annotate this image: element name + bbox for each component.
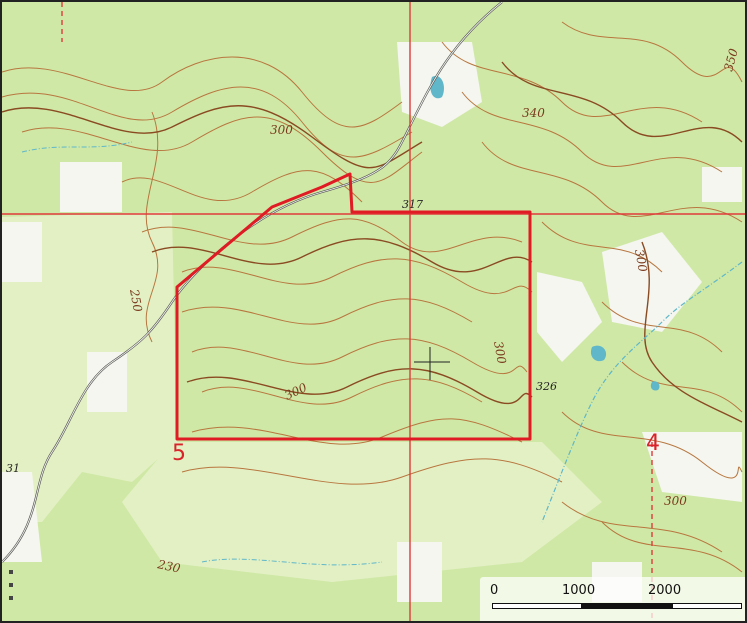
clearing — [537, 272, 602, 362]
elevation-label: 31 — [6, 462, 20, 475]
elevation-label: 300 — [491, 340, 509, 365]
section-number: 5 — [172, 441, 186, 466]
elevation-label: 230 — [155, 557, 182, 576]
elevation-label: 300 — [632, 248, 650, 273]
property-boundary[interactable] — [175, 172, 532, 441]
elevation-label: 350 — [721, 47, 741, 73]
contour-lines — [2, 21, 743, 573]
toolbar-dot-icon[interactable] — [9, 596, 13, 600]
scale-bar: 0 1000 2000 — [480, 577, 745, 621]
clearing — [2, 222, 42, 282]
clearing — [2, 472, 42, 562]
toolbar-dot-icon[interactable] — [9, 570, 13, 574]
benchmark-cross — [414, 347, 450, 380]
scale-tick-label: 1000 — [562, 583, 596, 598]
clearing — [60, 162, 122, 212]
road-center — [2, 2, 503, 563]
clearing — [397, 542, 442, 602]
scale-segment — [582, 603, 672, 609]
light-vegetation-area — [122, 442, 602, 582]
clearing — [602, 232, 702, 332]
elevation-label: 300 — [664, 494, 687, 508]
elevation-label: 340 — [522, 106, 545, 120]
map-toolbar[interactable] — [6, 570, 16, 616]
clearing — [87, 352, 127, 412]
clearing — [702, 167, 742, 202]
toolbar-dot-icon[interactable] — [9, 583, 13, 587]
section-number: 4 — [646, 431, 660, 456]
elevation-label: 326 — [536, 380, 557, 393]
scale-tick-label: 2000 — [648, 583, 682, 598]
clearing — [642, 432, 742, 502]
elevation-label: 300 — [270, 123, 293, 137]
index-contours — [2, 61, 743, 423]
elevation-label: 250 — [127, 287, 145, 313]
scale-tick-label: 0 — [490, 583, 499, 598]
scale-segment — [492, 603, 582, 609]
scale-segment — [672, 603, 742, 609]
elevation-label: 317 — [402, 198, 423, 211]
